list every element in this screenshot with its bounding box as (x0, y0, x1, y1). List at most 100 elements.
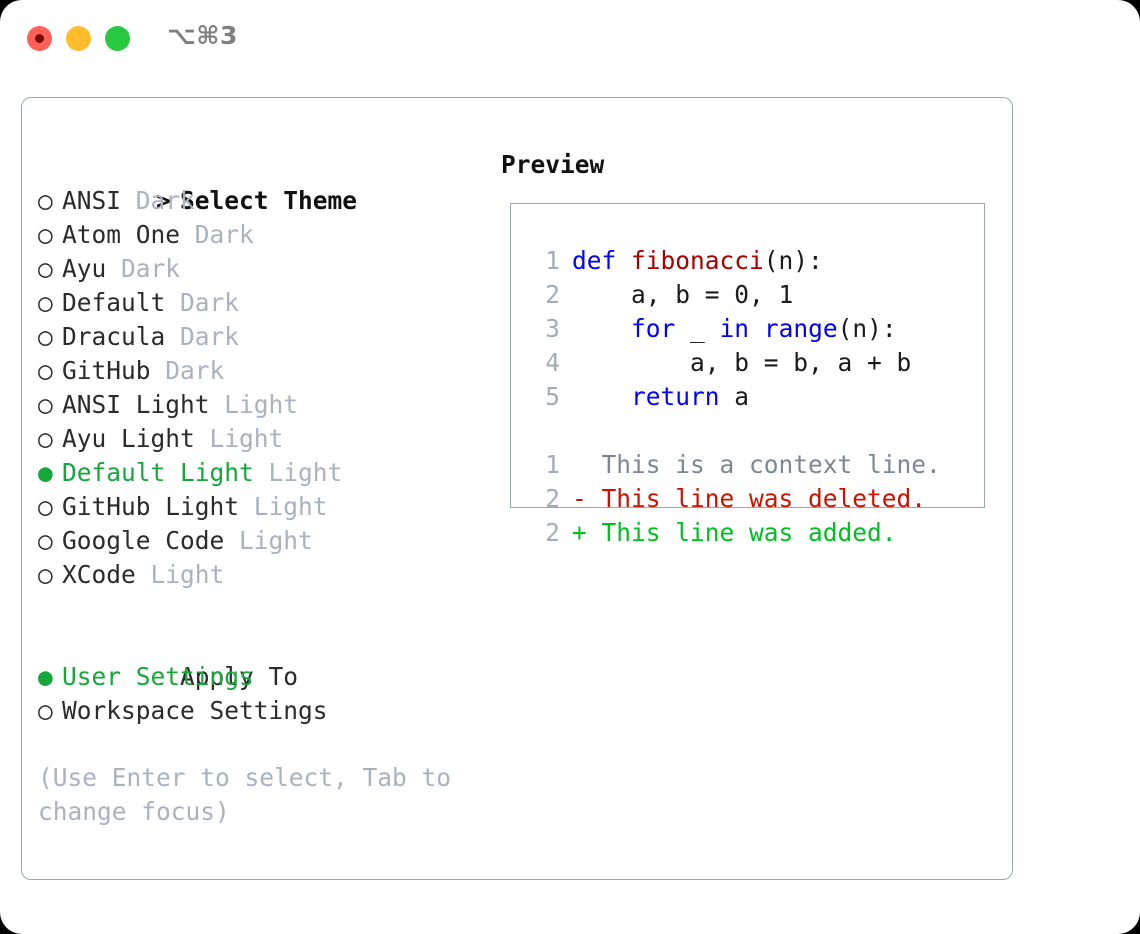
code-token: def (572, 246, 617, 275)
radio-selected-icon: ● (38, 458, 53, 487)
line-number: 2 (545, 280, 560, 309)
theme-category-label: Dark (135, 186, 195, 215)
code-token: for (631, 314, 676, 343)
radio-unselected-icon: ○ (38, 696, 53, 725)
apply-to-option-list: ● User Settings ○ Workspace Settings (38, 660, 478, 728)
theme-category-label: Light (150, 560, 225, 589)
theme-option-label: GitHub (62, 356, 151, 385)
code-line: 2 a, b = 0, 1 (536, 278, 941, 312)
code-token (572, 382, 631, 411)
label-gap (106, 254, 121, 283)
theme-option-default[interactable]: ○Default Dark (38, 286, 478, 320)
label-gap (151, 356, 166, 385)
line-number: 1 (545, 246, 560, 275)
line-number: 1 (545, 450, 560, 479)
theme-option-ansi[interactable]: ○ANSI Dark (38, 184, 478, 218)
theme-option-label: Dracula (62, 322, 166, 351)
code-token: in (719, 314, 750, 343)
theme-option-xcode[interactable]: ○ XCode Light (38, 558, 478, 592)
apply-to-option-workspace-settings[interactable]: ○ Workspace Settings (38, 694, 478, 728)
theme-option-ayu[interactable]: ○ Ayu Dark (38, 252, 478, 286)
keyboard-hint-text: (Use Enter to select, Tab to change focu… (38, 763, 466, 826)
diff-text: This line was deleted. (586, 484, 927, 513)
radio-selected-icon: ● (38, 662, 53, 691)
theme-option-atom-one[interactable]: ○ Atom One Dark (38, 218, 478, 252)
select-theme-heading-label: Select Theme (180, 186, 358, 215)
line-number: 3 (545, 314, 560, 343)
minimize-traffic-light-button[interactable] (66, 26, 91, 51)
code-line: 3 for _ in range(n): (536, 312, 941, 346)
theme-option-label: Ayu (62, 254, 107, 283)
close-icon (35, 34, 44, 43)
diff-sign (572, 450, 587, 479)
select-theme-heading: > Select Theme (38, 150, 478, 215)
theme-option-ayu-light[interactable]: ○Ayu Light Light (38, 422, 478, 456)
theme-option-ansi-light[interactable]: ○ ANSI Light Light (38, 388, 478, 422)
code-line: 5 return a (536, 380, 941, 414)
theme-option-label: ANSI Light (62, 390, 210, 419)
theme-category-label: Dark (180, 288, 240, 317)
code-token: (n): (837, 314, 897, 343)
diff-line: 1 This is a context line. (536, 448, 941, 482)
theme-option-label: Ayu Light (62, 424, 195, 453)
theme-option-github[interactable]: ○GitHub Dark (38, 354, 478, 388)
diff-line: 2- This line was deleted. (536, 482, 941, 516)
theme-category-label: Dark (121, 254, 181, 283)
radio-unselected-icon: ○ (38, 254, 53, 283)
radio-unselected-icon: ○ (38, 390, 53, 419)
label-gap (165, 322, 180, 351)
title-bar: ⌥⌘3 (0, 0, 1140, 76)
label-gap (224, 526, 239, 555)
theme-category-label: Light (224, 390, 299, 419)
label-gap (121, 186, 136, 215)
focus-caret-icon: > (156, 186, 171, 215)
theme-category-label: Light (209, 424, 284, 453)
code-token: (n): (763, 246, 823, 275)
code-line: 4 a, b = b, a + b (536, 346, 941, 380)
theme-category-label: Light (268, 458, 343, 487)
diff-text: This line was added. (586, 518, 897, 547)
theme-option-label: Default (62, 288, 166, 317)
apply-to-option-label: User Settings (62, 662, 254, 691)
code-token (749, 314, 764, 343)
theme-option-label: Atom One (62, 220, 181, 249)
theme-category-label: Light (239, 526, 313, 555)
theme-category-label: Dark (194, 220, 254, 249)
theme-selector-column: >Select Theme ○ANSI Dark○Atom One Dark○A… (38, 150, 478, 728)
maximize-traffic-light-button[interactable] (105, 26, 130, 51)
code-token: _ (675, 314, 720, 343)
apply-to-heading: Apply To (38, 626, 478, 691)
theme-option-dracula[interactable]: ○Dracula Dark (38, 320, 478, 354)
label-gap (254, 458, 269, 487)
line-number: 4 (545, 348, 560, 377)
label-gap (165, 288, 180, 317)
list-spacer (38, 592, 478, 626)
code-token: a, b = b, a + b (572, 348, 912, 377)
theme-option-label: GitHub Light (62, 492, 240, 521)
radio-unselected-icon: ○ (38, 492, 53, 521)
diff-sign: + (572, 518, 587, 547)
radio-unselected-icon: ○ (38, 220, 53, 249)
titlebar-shortcut-label: ⌥⌘3 (167, 21, 238, 50)
theme-option-github-light[interactable]: ○ GitHub Light Light (38, 490, 478, 524)
theme-option-label: XCode (62, 560, 136, 589)
theme-option-default-light[interactable]: ●Default Light Light (38, 456, 478, 490)
theme-category-label: Dark (180, 322, 240, 351)
apply-to-option-user-settings[interactable]: ● User Settings (38, 660, 478, 694)
apply-to-option-label: Workspace Settings (62, 696, 328, 725)
radio-unselected-icon: ○ (38, 356, 53, 385)
main-panel: >Select Theme ○ANSI Dark○Atom One Dark○A… (21, 97, 1013, 880)
preview-heading: Preview (501, 150, 605, 179)
theme-category-label: Light (253, 492, 328, 521)
line-number: 2 (545, 484, 560, 513)
theme-option-label: ANSI (62, 186, 122, 215)
code-token: a, b = 0, 1 (572, 280, 794, 309)
theme-option-google-code[interactable]: ○Google Code Light (38, 524, 478, 558)
code-token: range (763, 314, 838, 343)
code-token (616, 246, 631, 275)
apply-to-heading-label: Apply To (180, 662, 299, 691)
theme-option-label: Google Code (62, 526, 225, 555)
radio-unselected-icon: ○ (38, 560, 53, 589)
